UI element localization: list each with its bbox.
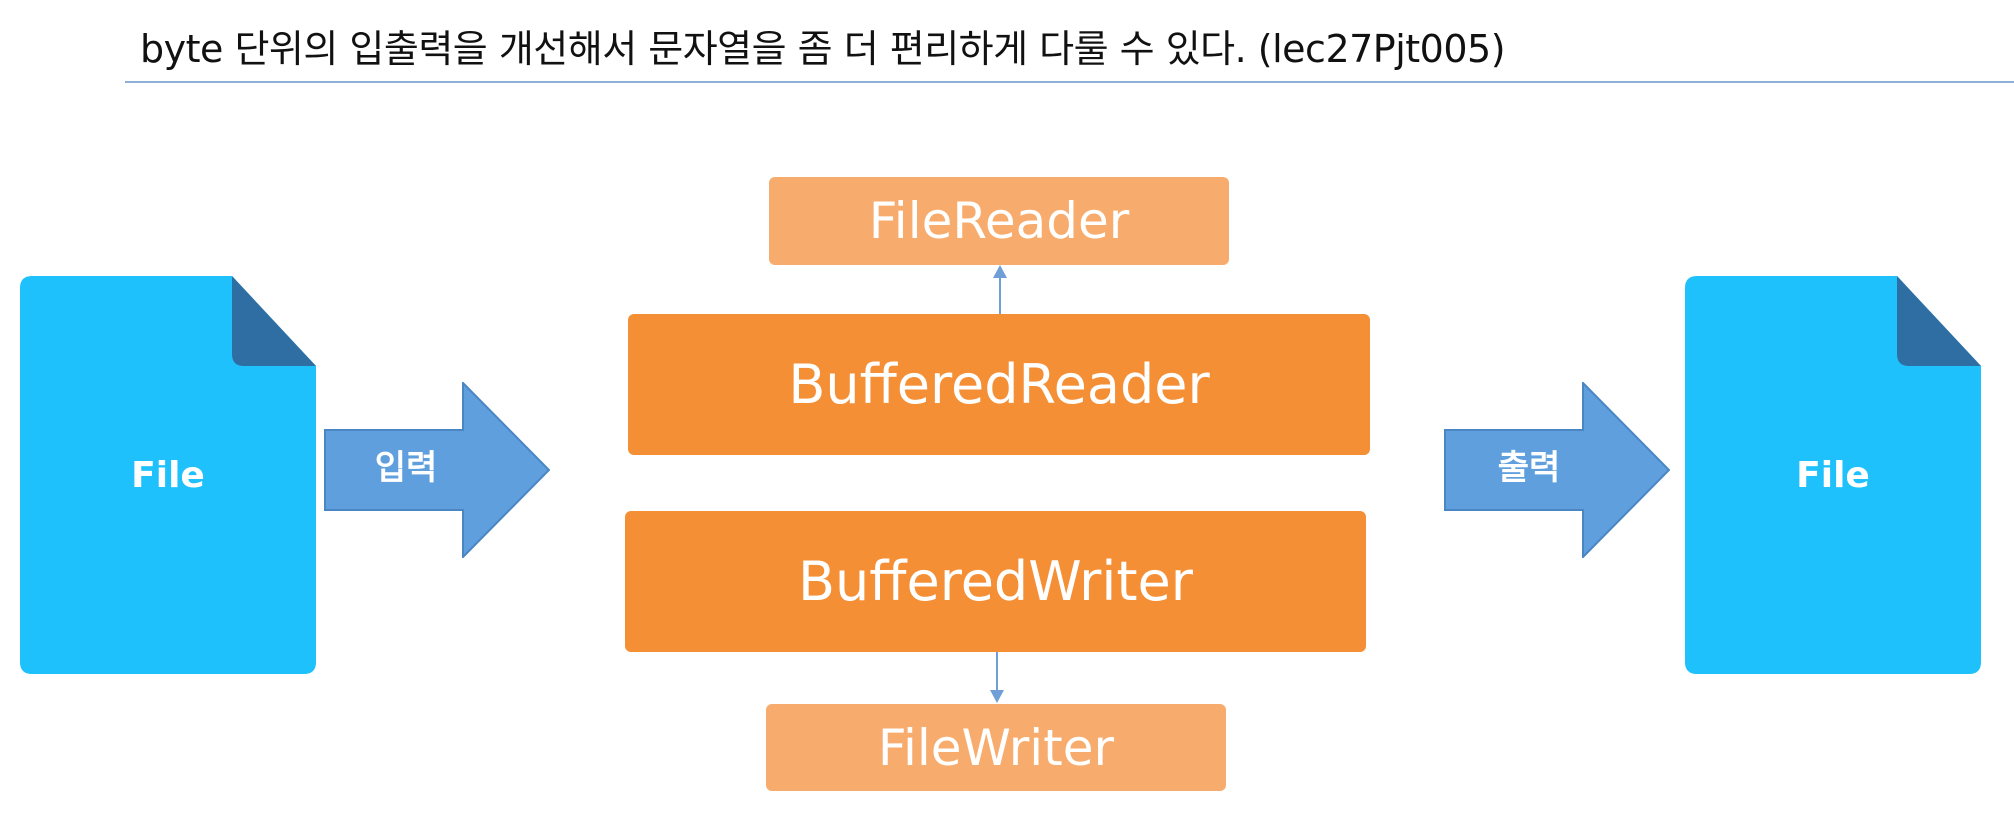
file-writer-box: FileWriter	[766, 704, 1226, 791]
title-divider	[125, 81, 2014, 83]
buffered-writer-box: BufferedWriter	[625, 511, 1366, 652]
file-reader-box: FileReader	[769, 177, 1229, 265]
writer-connector-arrowhead	[990, 690, 1004, 703]
source-file: File	[20, 276, 316, 674]
reader-connector-arrowhead	[993, 265, 1007, 278]
output-arrow-label: 출력	[1497, 447, 1561, 488]
source-file-label: File	[131, 454, 205, 496]
target-file: File	[1685, 276, 1981, 674]
output-arrow: 출력	[1444, 382, 1670, 558]
buffered-reader-box: BufferedReader	[628, 314, 1370, 455]
target-file-label: File	[1796, 454, 1870, 496]
input-arrow: 입력	[324, 382, 550, 558]
target-file-icon	[1685, 276, 1981, 674]
slide-title: byte 단위의 입출력을 개선해서 문자열을 좀 더 편리하게 다룰 수 있다…	[140, 27, 1506, 71]
output-arrow-shape	[1444, 382, 1670, 558]
input-arrow-label: 입력	[374, 447, 438, 488]
input-arrow-shape	[324, 382, 550, 558]
source-file-icon	[20, 276, 316, 674]
